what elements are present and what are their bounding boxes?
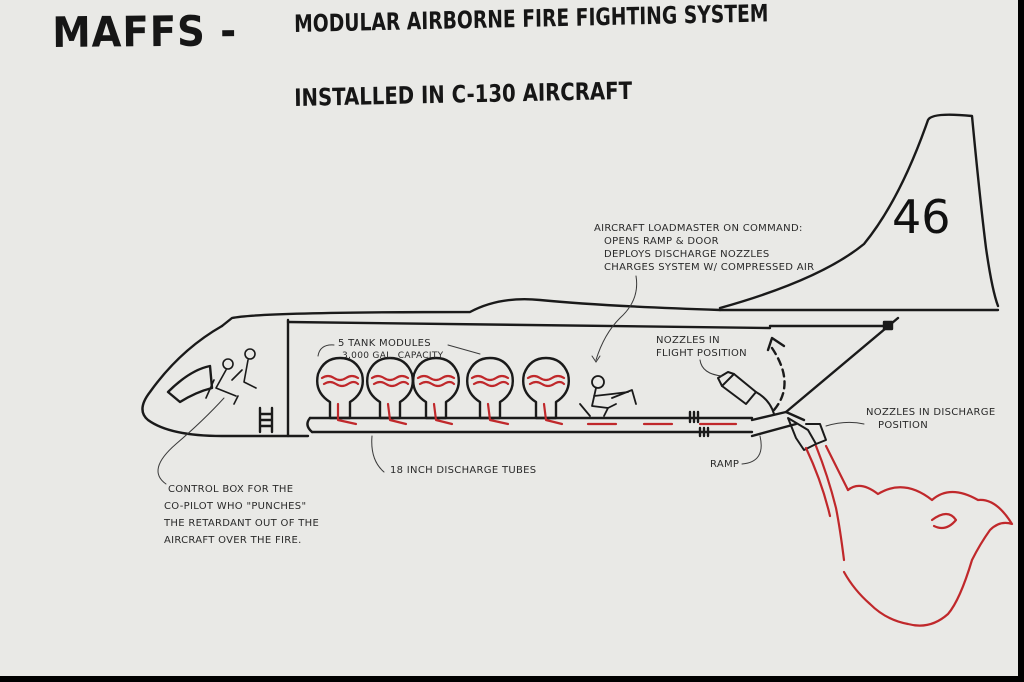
tank-1 xyxy=(316,356,364,420)
callout-ramp: Ramp xyxy=(710,459,740,470)
callout-control-box-line: Control box for the xyxy=(168,484,294,495)
discharge-tube-end xyxy=(306,416,314,434)
retardant-stream-3 xyxy=(804,446,832,518)
leader-tanks-right xyxy=(447,344,481,355)
callout-loadmaster-line: Deploys discharge nozzles xyxy=(604,249,770,260)
callout-loadmaster: Aircraft loadmaster on command: Opens ra… xyxy=(594,222,814,274)
callout-nozzles-discharge-line: position xyxy=(878,420,929,431)
cockpit-crew xyxy=(205,348,257,405)
retardant-arrow-5 xyxy=(542,402,564,426)
retardant-wave-tank-5 xyxy=(526,374,566,388)
tank-5 xyxy=(522,356,570,420)
fuselage-top xyxy=(220,298,722,328)
nozzle-swing-arc xyxy=(770,346,786,412)
retardant-cloud xyxy=(842,484,1014,627)
callout-nozzles-flight-line: flight position xyxy=(656,348,747,359)
loadmaster-figure xyxy=(579,375,637,417)
retardant-cloud-inner xyxy=(930,512,958,530)
nozzle-discharge-position xyxy=(787,417,827,451)
callout-control-box-line: aircraft over the fire. xyxy=(164,535,302,546)
callout-discharge-tubes: 18 inch discharge tubes xyxy=(390,465,537,476)
callout-nozzles-flight: Nozzles in flight position xyxy=(656,334,747,360)
retardant-stream-2 xyxy=(824,444,850,492)
fuselage-outline xyxy=(141,324,310,438)
retardant-arrow-3 xyxy=(432,402,454,426)
leader-tubes xyxy=(371,435,385,473)
tank-2 xyxy=(366,356,414,420)
cockpit-window xyxy=(166,364,214,404)
nozzle-swing-arrowhead xyxy=(766,336,786,352)
nozzle-flight-position xyxy=(717,371,775,415)
leader-nozzles-flight xyxy=(699,359,723,377)
retardant-wave-tank-1 xyxy=(320,374,360,388)
callout-loadmaster-line: Opens ramp & door xyxy=(604,236,719,247)
callout-control-box: Control box for the co-pilot who "punche… xyxy=(164,481,319,549)
tank-3 xyxy=(412,356,460,420)
retardant-wave-tank-2 xyxy=(370,374,410,388)
callout-loadmaster-line: Aircraft loadmaster on command: xyxy=(594,223,803,234)
callout-tank-modules: 5 tank modules 3,000 gal. capacity xyxy=(338,337,443,363)
tail-fin xyxy=(718,113,1000,310)
callout-nozzles-discharge: Nozzles in discharge position xyxy=(866,406,995,432)
retardant-flow xyxy=(320,374,1014,627)
callout-control-box-line: co-pilot who "punches" xyxy=(164,501,307,512)
rear-fuselage-underside xyxy=(784,316,900,414)
callout-loadmaster-line: Charges system w/ compressed air xyxy=(604,262,815,273)
photo-border-right xyxy=(1018,0,1024,682)
ramp-line xyxy=(750,410,806,422)
tank-modules xyxy=(316,356,570,420)
cockpit-ladder xyxy=(258,406,274,434)
leader-loadmaster xyxy=(595,275,638,361)
retardant-wave-tank-4 xyxy=(470,374,510,388)
retardant-arrow-2 xyxy=(386,402,408,426)
tank-4 xyxy=(466,356,514,420)
leader-nozzles-discharge xyxy=(825,421,865,427)
retardant-wave-tank-3 xyxy=(416,374,456,388)
tail-number: 46 xyxy=(892,190,951,244)
callout-control-box-line: the retardant out of the xyxy=(164,518,320,529)
tube-coupling-2 xyxy=(698,426,710,438)
callout-tank-capacity-line: 3,000 gal. capacity xyxy=(342,351,444,361)
leader-control-box xyxy=(157,397,225,485)
tube-coupling-1 xyxy=(688,410,700,424)
leader-loadmaster-arrow xyxy=(591,355,601,363)
callout-tank-modules-line: 5 tank modules xyxy=(338,338,431,349)
callout-nozzles-discharge-line: Nozzles in discharge xyxy=(866,407,996,418)
retardant-arrow-1 xyxy=(336,402,358,426)
retardant-arrow-4 xyxy=(486,402,510,426)
retardant-stream-1 xyxy=(814,444,846,562)
leader-tanks-left xyxy=(317,344,335,357)
leader-ramp xyxy=(741,435,762,465)
cabin-ceiling xyxy=(286,320,772,330)
ramp-lower xyxy=(750,422,798,438)
callout-nozzles-flight-line: Nozzles in xyxy=(656,335,720,346)
photo-border-bottom xyxy=(0,676,1024,682)
